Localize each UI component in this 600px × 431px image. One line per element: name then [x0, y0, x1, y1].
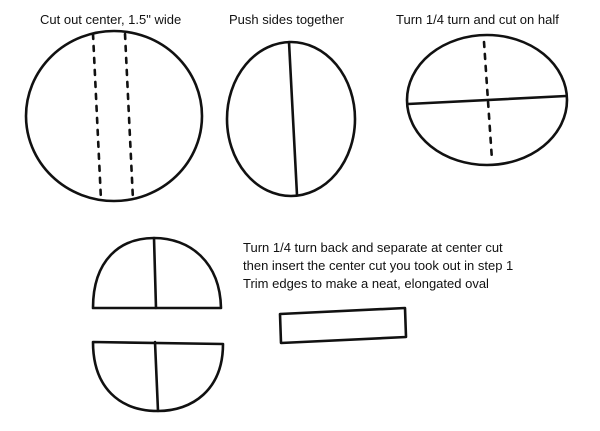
- step3-figure: [405, 33, 569, 167]
- instructions-note: Turn 1/4 turn back and separate at cente…: [243, 239, 513, 293]
- center-strip: [278, 306, 408, 345]
- step2-figure: [225, 40, 357, 198]
- bottom-half-seam: [153, 340, 160, 413]
- note-line-1: Turn 1/4 turn back and separate at cente…: [243, 240, 503, 255]
- step1-left-cut-line: [91, 32, 103, 202]
- step1-circle: [24, 29, 204, 203]
- step1-label: Cut out center, 1.5" wide: [40, 12, 182, 27]
- note-line-3: Trim edges to make a neat, elongated ova…: [243, 276, 489, 291]
- step4-bottom-half: [91, 340, 225, 413]
- step3-oval: [405, 33, 569, 167]
- step3-horizontal-cut: [406, 94, 568, 106]
- step2-label: Push sides together: [229, 12, 344, 27]
- step2-oval: [225, 40, 357, 198]
- step3-vertical-seam: [482, 40, 494, 162]
- top-half-seam: [152, 236, 158, 310]
- step3-label: Turn 1/4 turn and cut on half: [396, 12, 559, 27]
- step1-right-cut-line: [123, 32, 135, 202]
- step1-figure: [24, 29, 204, 203]
- step2-seam-line: [287, 40, 299, 197]
- step4-top-half: [91, 236, 223, 310]
- note-line-2: then insert the center cut you took out …: [243, 258, 514, 273]
